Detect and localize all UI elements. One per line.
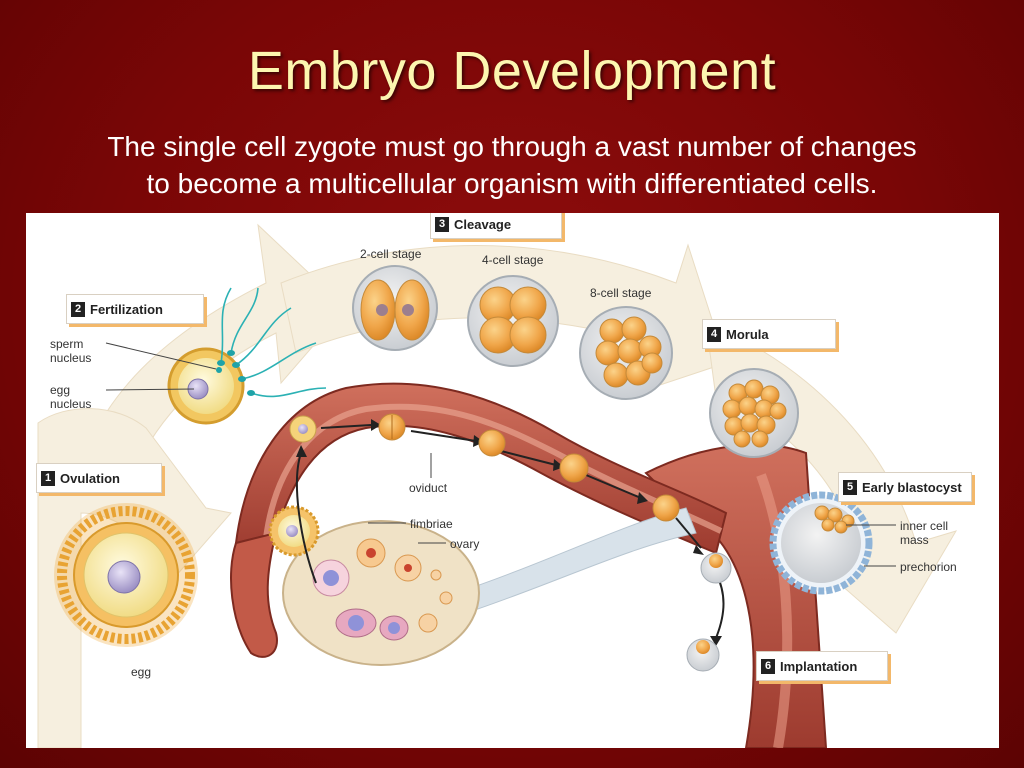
four-cell-stage	[467, 275, 559, 367]
fertilization-egg	[167, 287, 327, 425]
stage-label-text: Implantation	[780, 658, 858, 674]
two-cell-stage-label: 2-cell stage	[360, 247, 422, 261]
arrow-heads	[296, 419, 722, 646]
two-cell-stage	[352, 265, 438, 351]
leader-lines	[105, 342, 896, 567]
stage-label-text: Cleavage	[454, 216, 512, 232]
ovarian-ligament	[455, 507, 697, 614]
slide-title: Embryo Development	[247, 41, 777, 101]
ovary-label: ovary	[450, 537, 480, 551]
oviduct-embryos	[289, 413, 732, 672]
slide-subtitle: The single cell zygote must go through a…	[10, 128, 1014, 202]
stage-number-5: 5	[843, 479, 857, 495]
stage-number-2: 2	[71, 301, 85, 317]
stage-label-text: Ovulation	[60, 470, 120, 486]
stage-label-fertilization: 2 Fertilization	[66, 294, 204, 324]
embryo-development-figure: 1 Ovulation 2 Fertilization 3 Cleavage 4…	[26, 213, 999, 748]
stage-label-implantation: 6 Implantation	[756, 651, 888, 681]
prechorion-label: prechorion	[900, 560, 957, 574]
stage-label-text: Morula	[726, 326, 769, 342]
stage-number-1: 1	[41, 470, 55, 486]
stage-number-3: 3	[435, 216, 449, 232]
four-cell-stage-label: 4-cell stage	[482, 253, 544, 267]
stage-label-text: Early blastocyst	[862, 479, 962, 495]
egg-label: egg	[131, 665, 152, 679]
ovulation-egg	[54, 503, 198, 647]
released-egg	[268, 505, 320, 557]
inner-cell-mass-label: inner cell mass	[900, 519, 949, 547]
subtitle-line-1: The single cell zygote must go through a…	[107, 131, 917, 162]
stage-label-cleavage: 3 Cleavage	[430, 213, 562, 239]
stage-label-morula: 4 Morula	[702, 319, 836, 349]
eight-cell-stage-label: 8-cell stage	[590, 286, 652, 300]
stage-label-text: Fertilization	[90, 301, 163, 317]
subtitle-line-2: to become a multicellular organism with …	[146, 168, 878, 199]
stage-number-4: 4	[707, 326, 721, 342]
ovary-illustration	[282, 520, 480, 666]
egg-nucleus-label: egg nucleus	[50, 383, 92, 411]
stage-number-6: 6	[761, 658, 775, 674]
eight-cell-stage	[579, 306, 673, 400]
diagram-artwork	[37, 223, 958, 748]
oviduct-label: oviduct	[409, 481, 448, 495]
morula	[709, 368, 799, 458]
early-blastocyst	[769, 491, 873, 595]
fimbriae-label: fimbriae	[410, 517, 453, 531]
sperm-nucleus-label: sperm nucleus	[50, 337, 92, 365]
stage-label-early-blastocyst: 5 Early blastocyst	[838, 472, 972, 502]
movement-arrows	[296, 424, 725, 639]
stage-label-ovulation: 1 Ovulation	[36, 463, 162, 493]
